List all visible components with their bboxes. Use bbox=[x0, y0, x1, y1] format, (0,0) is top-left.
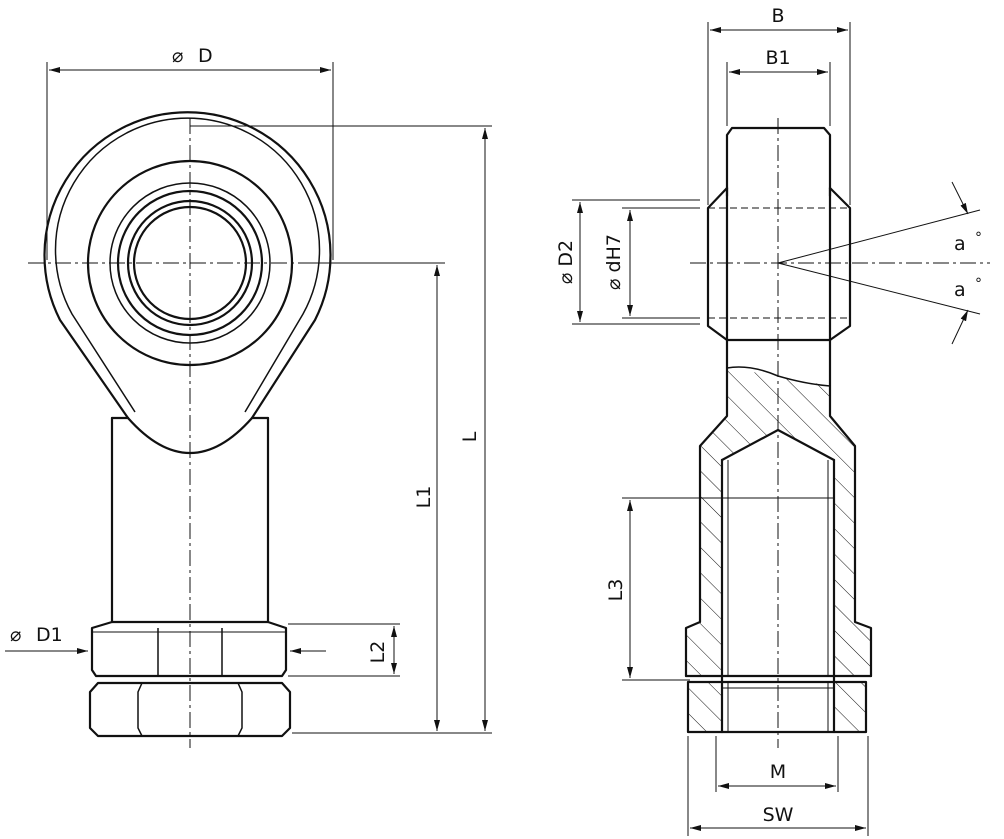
dim-l3-label: L3 bbox=[605, 579, 627, 602]
head-inner-outline bbox=[54, 117, 321, 413]
dim-d1-symbol: ⌀ bbox=[10, 624, 21, 646]
front-view bbox=[28, 111, 350, 748]
dim-b1-label: B1 bbox=[765, 47, 790, 69]
collar bbox=[90, 620, 288, 678]
lower-nut-section bbox=[686, 680, 868, 734]
shank-side-left bbox=[684, 338, 729, 678]
shank-outline bbox=[110, 416, 270, 624]
section-hatch-left bbox=[686, 368, 778, 676]
hex-nut bbox=[88, 681, 292, 738]
dim-b-label: B bbox=[771, 5, 784, 27]
shank-side-right bbox=[828, 338, 873, 678]
section-hatch-lower bbox=[688, 682, 866, 732]
dim-dh7-label: ⌀ dH7 bbox=[603, 234, 625, 290]
angle-a-upper: a bbox=[954, 233, 966, 255]
dim-l1-label: L1 bbox=[413, 486, 435, 509]
front-dimensions: ⌀ D L L1 L2 ⌀ D1 bbox=[5, 45, 492, 734]
angle-a-lower: a bbox=[954, 279, 966, 301]
dim-l2-label: L2 bbox=[367, 641, 389, 664]
side-dimensions: B B1 ⌀ D2 ⌀ dH7 L3 a ° a ° M bbox=[555, 5, 982, 836]
side-view bbox=[684, 118, 990, 748]
dim-d-symbol: ⌀ bbox=[172, 45, 183, 67]
dim-d-label: D bbox=[198, 45, 213, 67]
head-outline bbox=[43, 111, 332, 420]
angle-degree-lower: ° bbox=[975, 276, 982, 292]
dim-d1-label: D1 bbox=[36, 624, 63, 646]
dim-m-label: M bbox=[770, 761, 786, 783]
section-hatch-right bbox=[778, 376, 871, 676]
dim-d2-label: ⌀ D2 bbox=[555, 240, 577, 284]
dim-sw-label: SW bbox=[763, 804, 794, 826]
dim-l-label: L bbox=[459, 431, 481, 442]
angle-degree-upper: ° bbox=[975, 230, 982, 246]
ball-side bbox=[706, 186, 852, 342]
